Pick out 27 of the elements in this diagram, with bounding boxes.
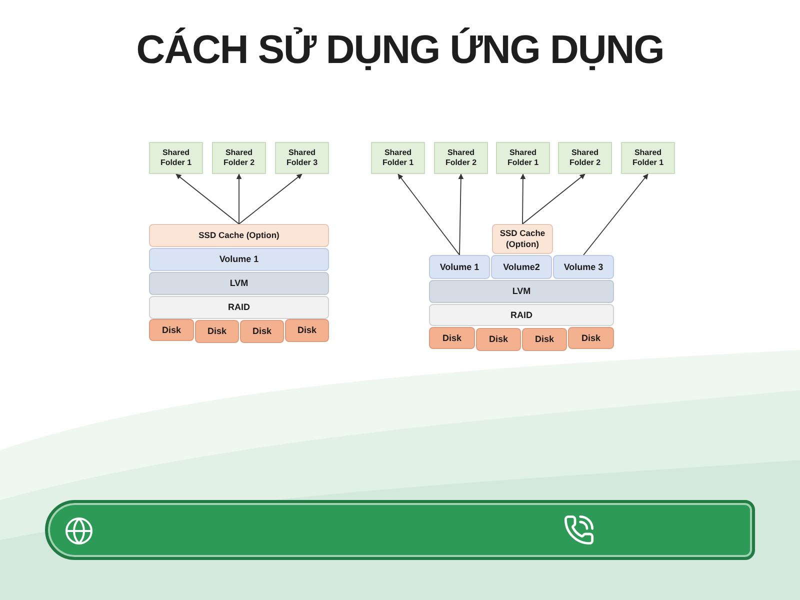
- arrow: [176, 174, 240, 224]
- arrow: [398, 174, 460, 256]
- arrow: [522, 174, 586, 224]
- arrow: [458, 174, 464, 256]
- cache-layer: SSD Cache (Option): [492, 224, 553, 254]
- lvm-layer: LVM: [429, 280, 614, 303]
- cache-layer: SSD Cache (Option): [149, 224, 329, 247]
- shared-folder-box: Shared Folder 2: [558, 142, 612, 174]
- arrow: [583, 174, 648, 256]
- volume-layer: Volume 1: [429, 255, 490, 279]
- raid-layer: RAID: [149, 296, 329, 319]
- raid-layer: RAID: [429, 304, 614, 326]
- shared-folder-box: Shared Folder 1: [149, 142, 203, 174]
- shared-folder-box: Shared Folder 3: [275, 142, 329, 174]
- lvm-layer: LVM: [149, 272, 329, 295]
- arrow: [520, 174, 526, 224]
- arrow: [238, 174, 302, 224]
- arrow: [236, 174, 242, 224]
- shared-folder-box: Shared Folder 2: [212, 142, 266, 174]
- shared-folder-box: Shared Folder 1: [371, 142, 425, 174]
- shared-folder-box: Shared Folder 1: [621, 142, 675, 174]
- shared-folder-box: Shared Folder 2: [434, 142, 488, 174]
- volume-layer: Volume2: [491, 255, 552, 279]
- title: CÁCH SỬ DỤNG ỨNG DỤNG: [136, 26, 664, 74]
- volume-layer: Volume 3: [553, 255, 614, 279]
- volume-layer: Volume 1: [149, 248, 329, 271]
- shared-folder-box: Shared Folder 1: [496, 142, 550, 174]
